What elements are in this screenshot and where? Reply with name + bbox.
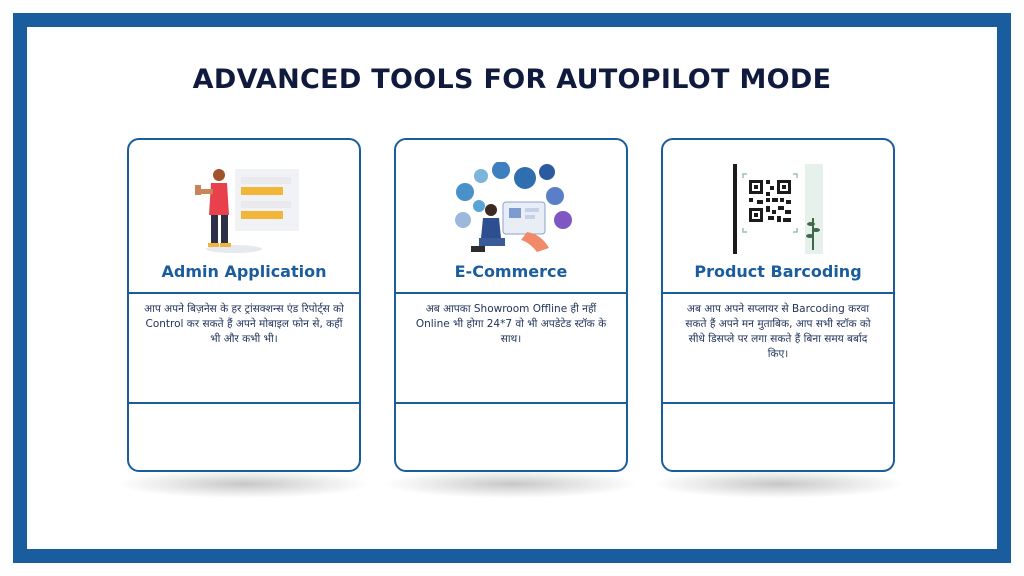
card-title: Admin Application — [161, 262, 327, 281]
card-divider — [663, 292, 893, 294]
card-shadow — [119, 470, 369, 498]
card-shadow — [386, 470, 636, 498]
admin-person-icon — [129, 154, 359, 264]
card-description: आप अपने बिज़नेस के हर ट्रांसक्शन्स एंड र… — [144, 303, 344, 345]
card-divider — [396, 402, 626, 404]
ecommerce-network-icon — [396, 154, 626, 264]
card-title: Product Barcoding — [694, 262, 862, 281]
qr-code-icon — [663, 154, 893, 264]
card-product-barcoding[interactable]: Product Barcoding अब आप अपने सप्लायर से … — [661, 138, 895, 472]
card-shadow — [653, 470, 903, 498]
card-admin-application[interactable]: Admin Application आप अपने बिज़नेस के हर … — [127, 138, 361, 472]
card-description: अब आप अपने सप्लायर से Barcoding करवा सकत… — [685, 303, 871, 360]
card-divider — [129, 292, 359, 294]
card-e-commerce[interactable]: E-Commerce अब आपका Showroom Offline ही न… — [394, 138, 628, 472]
card-divider — [129, 402, 359, 404]
card-title: E-Commerce — [454, 262, 568, 281]
card-divider — [396, 292, 626, 294]
card-divider — [663, 402, 893, 404]
page-title: ADVANCED TOOLS FOR AUTOPILOT MODE — [192, 64, 832, 95]
card-description: अब आपका Showroom Offline ही नहीं Online … — [415, 303, 607, 345]
